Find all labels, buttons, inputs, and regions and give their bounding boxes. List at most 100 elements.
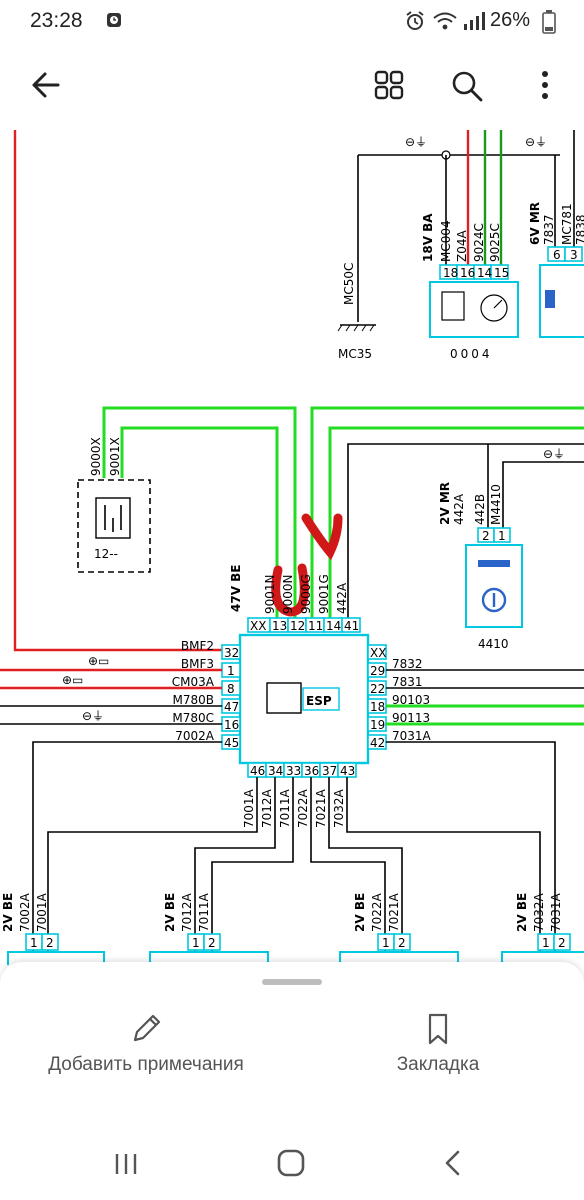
ground-symbol-left: ⊖⏚ xyxy=(82,709,104,723)
annotation-mark-2 xyxy=(301,513,343,561)
wire-9000x xyxy=(102,406,297,625)
pin-bottom-5: 37 xyxy=(322,764,337,778)
label-9001x: 9001X xyxy=(108,437,122,476)
search-icon[interactable] xyxy=(450,69,484,103)
label-ws2-conn: 2V BE xyxy=(163,893,177,932)
label-c4410-wire-1: 442A xyxy=(452,493,466,525)
label-ecu-conn: 47V BE xyxy=(229,564,243,612)
wire-442a xyxy=(347,443,584,625)
pin-right-4: 18 xyxy=(370,700,385,714)
bookmark-icon xyxy=(428,1013,448,1045)
gauge-icon xyxy=(480,294,508,322)
wire-7011a xyxy=(211,777,294,960)
label-c0004-conn: 18V BA xyxy=(421,213,435,262)
system-nav-bar xyxy=(0,1128,584,1200)
pin-bottom-1: 46 xyxy=(250,764,265,778)
label-left-wire-1: BMF2 xyxy=(181,639,214,653)
label-ws2-wire-1: 7012A xyxy=(180,892,194,932)
pin-c4410-1: 2 xyxy=(482,529,490,543)
pencil-icon xyxy=(133,1014,161,1042)
signal-icon xyxy=(464,12,485,30)
wire-7022a xyxy=(310,777,386,960)
label-ws4-conn: 2V BE xyxy=(515,893,529,932)
ground-symbol-4410: ⊖⏚ xyxy=(543,447,565,461)
pin-bottom-3: 33 xyxy=(286,764,301,778)
sensor-12-box xyxy=(77,479,151,573)
more-vert-icon[interactable] xyxy=(535,69,555,101)
grid-view-icon[interactable] xyxy=(373,69,405,101)
pin-ws1-2: 2 xyxy=(46,936,54,950)
pin-bottom-2: 34 xyxy=(268,764,283,778)
pin-c0004-4: 15 xyxy=(494,266,509,280)
label-ws4-wire-1: 7032A xyxy=(532,892,546,932)
chip-icon xyxy=(441,291,465,321)
add-note-button[interactable]: Добавить примечания xyxy=(36,1012,256,1076)
pin-right-6: 42 xyxy=(370,736,385,750)
power-symbol-2: ⊕▭ xyxy=(62,673,83,687)
pin-ecu-top-6: 41 xyxy=(344,619,359,633)
label-ws1-wire-1: 7002A xyxy=(18,892,32,932)
label-left-wire-3: CM03A xyxy=(172,675,215,689)
pin-ws4-2: 2 xyxy=(558,936,566,950)
alarm-icon xyxy=(406,11,424,30)
label-c0004-wire-1: MC004 xyxy=(439,220,453,262)
wire-7012a xyxy=(194,777,276,960)
bookmark-label: Закладка xyxy=(396,1054,480,1075)
mr6v-icon xyxy=(545,290,555,308)
label-ws3-wire-2: 7021A xyxy=(387,892,401,932)
pin-bottom-4: 36 xyxy=(304,764,319,778)
label-mc50c: MC50C xyxy=(342,263,356,305)
ecu-label: ESP xyxy=(306,694,332,708)
label-bottom-wire-3: 7011A xyxy=(278,788,292,828)
label-mr6v-conn: 6V MR xyxy=(528,202,542,245)
c4410-box xyxy=(465,544,523,628)
ecu-chip-icon xyxy=(266,682,302,714)
pin-left-6: 45 xyxy=(224,736,239,750)
label-c4410: 4410 xyxy=(478,637,509,651)
bookmark-button[interactable]: Закладка xyxy=(378,1012,498,1076)
ecu-right-pins xyxy=(367,644,387,750)
wire-bmf2 xyxy=(13,130,232,652)
pin-left-4: 47 xyxy=(224,700,239,714)
pin-mr6v-2: 3 xyxy=(570,248,578,262)
pin-ecu-top-3: 12 xyxy=(290,619,305,633)
wiring-diagram[interactable]: ⊖⏚ ⊖⏚ xyxy=(0,130,584,965)
label-ws1-wire-2: 7001A xyxy=(35,892,49,932)
bottom-sheet: Добавить примечания Закладка xyxy=(0,962,584,1200)
label-bottom-wire-6: 7032A xyxy=(332,788,346,828)
label-right-wire-2: 7832 xyxy=(392,657,423,671)
pin-c0004-1: 18 xyxy=(443,266,458,280)
back-arrow-icon[interactable] xyxy=(30,69,62,101)
label-mr6v-wire-3: 7838 xyxy=(574,214,584,245)
c0004-pins xyxy=(439,264,509,280)
c4410-pins xyxy=(477,527,511,543)
recents-icon[interactable] xyxy=(112,1150,140,1178)
label-right-wire-5: 90113 xyxy=(392,711,430,725)
ecu-label-box xyxy=(302,687,340,711)
pin-c4410-2: 1 xyxy=(498,529,506,543)
ground-symbol-right: ⊖⏚ xyxy=(525,135,547,149)
pin-right-3: 22 xyxy=(370,682,385,696)
power-symbol-1: ⊕▭ xyxy=(88,654,109,668)
diagram-canvas: ⊖⏚ ⊖⏚ xyxy=(0,130,584,965)
pin-ws3-2: 2 xyxy=(398,936,406,950)
mr6v-pins xyxy=(547,246,583,262)
label-bottom-wire-5: 7021A xyxy=(314,788,328,828)
pin-left-1: 32 xyxy=(224,646,239,660)
label-ws4-wire-2: 7031A xyxy=(549,892,563,932)
label-bottom-wire-1: 7001A xyxy=(242,788,256,828)
add-note-label: Добавить примечания xyxy=(48,1054,244,1075)
sensor-12-icon xyxy=(95,497,131,539)
label-ecu-top-wire-3: 9000G xyxy=(299,574,313,614)
drag-handle[interactable] xyxy=(262,979,322,985)
label-c4410-wire-3: M4410 xyxy=(489,484,503,525)
annotation-mark-1 xyxy=(271,563,309,617)
home-icon[interactable] xyxy=(276,1148,306,1178)
back-icon[interactable] xyxy=(440,1148,466,1178)
label-bottom-wire-2: 7012A xyxy=(260,788,274,828)
pin-ws2-1: 1 xyxy=(192,936,200,950)
label-ws2-wire-2: 7011A xyxy=(197,892,211,932)
label-left-wire-5: M780C xyxy=(172,711,214,725)
pin-ws1-1: 1 xyxy=(30,936,38,950)
label-left-wire-4: M780B xyxy=(173,693,215,707)
